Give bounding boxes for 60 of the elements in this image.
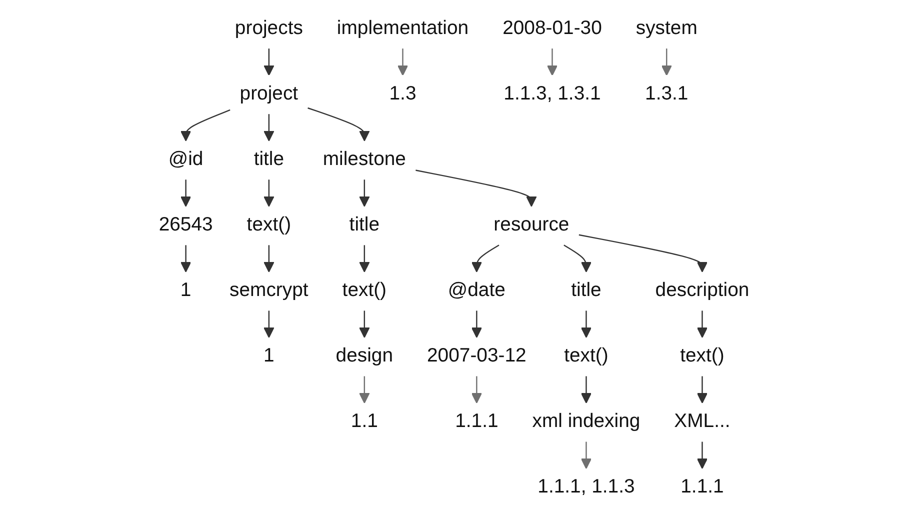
node-text: semcrypt xyxy=(230,280,308,301)
node-text: 1 xyxy=(264,346,274,367)
arrow xyxy=(580,442,592,469)
arrow xyxy=(564,244,592,272)
arrow xyxy=(359,310,370,338)
node-text: 1.1.1 xyxy=(455,411,498,432)
node-text: text() xyxy=(342,280,387,301)
node-text: XML... xyxy=(674,411,730,432)
arrow xyxy=(416,170,537,207)
node-text: title xyxy=(254,149,284,170)
node-text: 1.3.1 xyxy=(645,84,688,104)
node-text: milestone xyxy=(322,149,406,170)
arrow xyxy=(359,245,370,272)
node-text: projects xyxy=(234,18,303,39)
arrow xyxy=(696,376,708,404)
arrow xyxy=(696,442,708,469)
node-text: 1.1.1 xyxy=(680,476,724,498)
node-text: 1.3 xyxy=(389,84,416,104)
arrow xyxy=(264,180,274,207)
arrow xyxy=(359,180,370,207)
arrow xyxy=(580,310,592,338)
arrow xyxy=(471,310,482,338)
arrow xyxy=(397,48,408,76)
arrow xyxy=(180,180,192,207)
node-text: text() xyxy=(564,346,608,367)
arrow xyxy=(471,244,500,272)
node-text: title xyxy=(349,214,380,236)
node-text: title xyxy=(571,280,602,301)
node-text: implementation xyxy=(336,18,469,39)
arrow xyxy=(546,48,558,76)
node-text: @date xyxy=(448,280,506,301)
arrow xyxy=(580,376,592,404)
node-text: design xyxy=(336,346,394,367)
node-text: text() xyxy=(680,346,724,367)
node-text: text() xyxy=(246,214,292,236)
arrow xyxy=(264,245,274,272)
node-text: system xyxy=(636,18,698,39)
node-text: 1.1.3, 1.3.1 xyxy=(504,84,601,104)
arrow xyxy=(578,234,708,272)
node-text: 1.1 xyxy=(350,411,378,432)
node-text: 2007-03-12 xyxy=(427,346,526,367)
node-text: resource xyxy=(494,214,570,236)
arrow xyxy=(308,107,370,142)
node-text: project xyxy=(240,84,298,104)
node-text: 26543 xyxy=(158,214,213,236)
arrow xyxy=(359,376,370,404)
node-text: 1.1.1, 1.1.3 xyxy=(538,476,635,498)
arrow xyxy=(180,109,230,142)
node-text: description xyxy=(655,280,750,301)
arrow xyxy=(264,310,274,338)
node-text: 2008-01-30 xyxy=(502,18,602,39)
node-text: 1 xyxy=(180,280,192,301)
arrow xyxy=(471,376,482,404)
node-text: xml indexing xyxy=(532,411,640,432)
arrow xyxy=(264,114,274,142)
arrow xyxy=(661,48,672,76)
arrow xyxy=(180,245,192,272)
node-text: @id xyxy=(168,149,204,170)
arrow xyxy=(696,310,708,338)
arrow xyxy=(264,48,274,76)
